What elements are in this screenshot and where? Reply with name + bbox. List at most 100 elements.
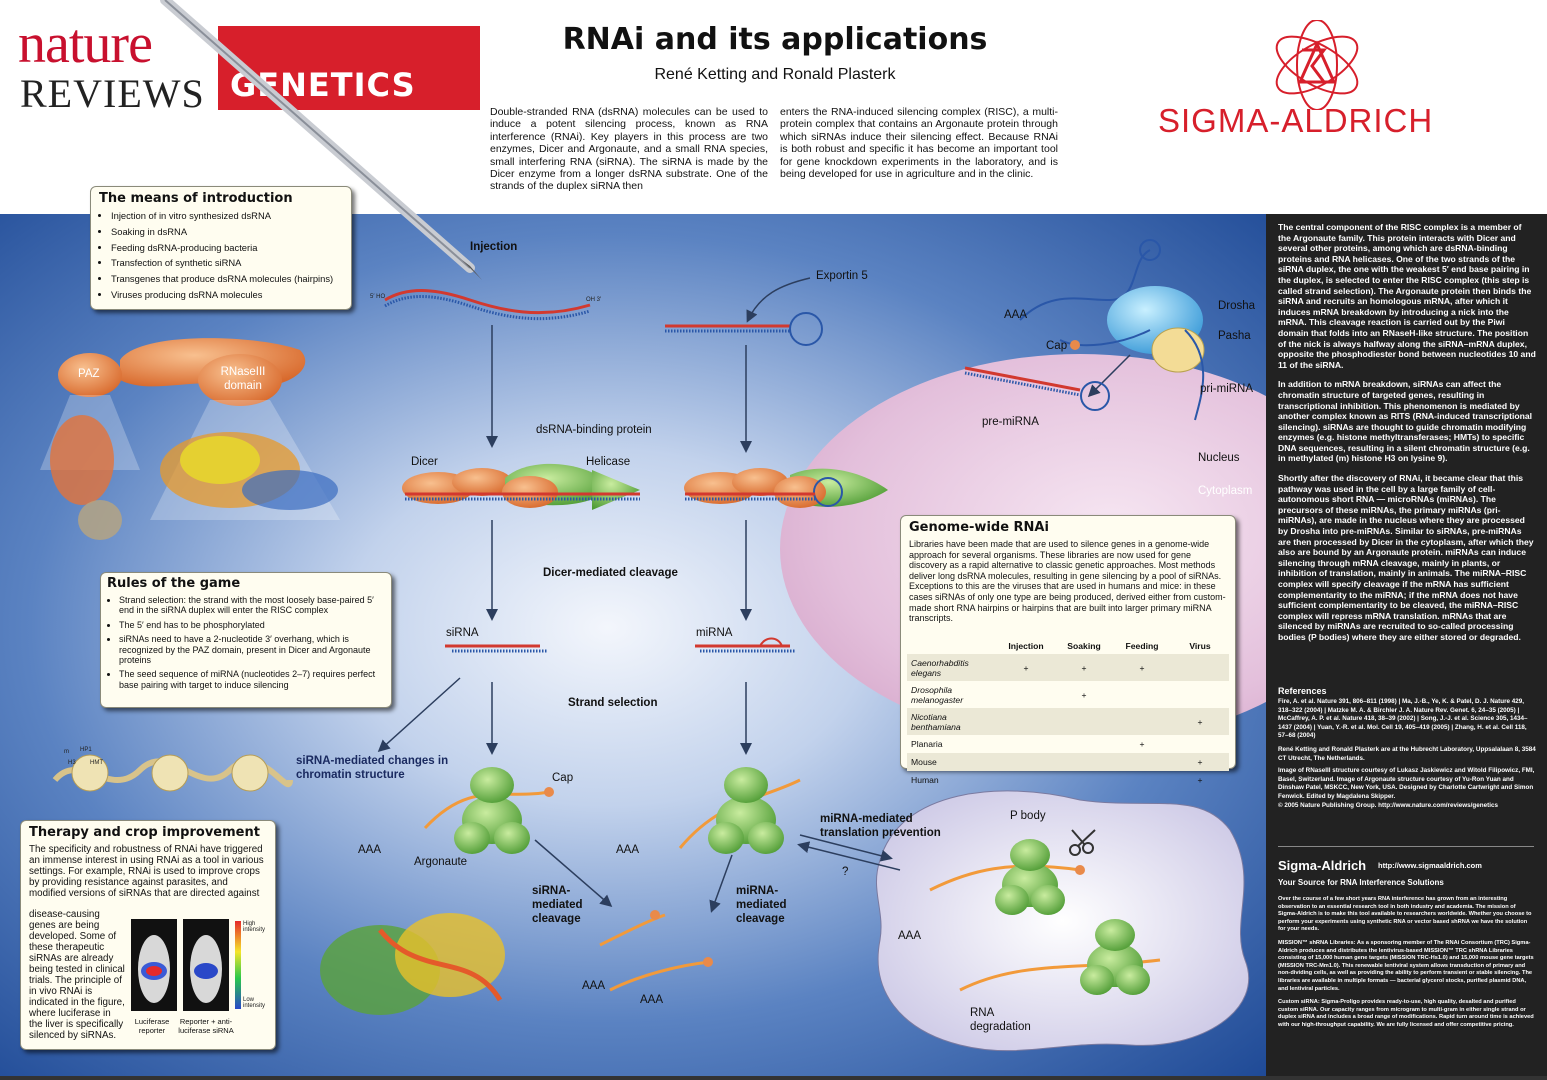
info-sidebar: The central component of the RISC comple…	[1266, 214, 1547, 1076]
table-row: Nicotiana benthamiana+	[907, 708, 1229, 735]
rules-title: Rules of the game	[107, 576, 241, 591]
list-item: Feeding dsRNA-producing bacteria	[111, 242, 343, 253]
list-item: Injection of in vitro synthesized dsRNA	[111, 210, 343, 221]
label-mirna: miRNA	[696, 627, 733, 639]
sigma-paragraph-1: Over the course of a few short years RNA…	[1278, 896, 1532, 933]
table-cell	[1113, 681, 1171, 708]
table-row: Human +	[907, 771, 1229, 789]
table-row: Drosophila melanogaster+	[907, 681, 1229, 708]
copyright: © 2005 Nature Publishing Group. http://w…	[1278, 801, 1498, 809]
table-row: Planaria+	[907, 735, 1229, 753]
sidebar-text: The central component of the RISC comple…	[1278, 222, 1536, 652]
chromatin-nucleosomes	[52, 754, 293, 792]
table-cell: +	[1171, 708, 1229, 735]
organism-cell: Human	[911, 775, 939, 785]
list-item: Viruses producing dsRNA molecules	[111, 289, 343, 300]
label-sirna: siRNA	[446, 627, 479, 639]
therapy-text-1: The specificity and robustness of RNAi h…	[29, 844, 264, 899]
sigma-paragraph-2: MISSION™ shRNA Libraries: As a sponsorin…	[1278, 939, 1534, 992]
scale-low-label: Low intensity	[243, 997, 266, 1009]
label-pri-mirna: pri-miRNA	[1200, 383, 1254, 395]
sidebar-divider	[1278, 846, 1534, 847]
label-pre-mirna: pre-miRNA	[982, 416, 1039, 428]
nature-logo: nature	[18, 13, 153, 75]
syringe-needle-icon	[160, 0, 482, 280]
table-cell: +	[1197, 775, 1203, 785]
label-hmt: HMT	[90, 760, 103, 766]
label-question: ?	[842, 866, 849, 878]
label-rnaseiii: RNaseIII domain	[220, 366, 266, 392]
table-cell	[997, 771, 1055, 789]
scissors-icon	[1069, 829, 1096, 856]
p-body-risc-2	[959, 919, 1161, 995]
table-header-row: Injection Soaking Feeding Virus	[907, 638, 1229, 654]
table-cell: +	[1055, 654, 1113, 681]
table-row: Mouse+	[907, 753, 1229, 771]
mirna-duplex	[695, 637, 795, 653]
sidebar-paragraph-3: Shortly after the discovery of RNAi, it …	[1278, 473, 1534, 642]
label-nucleus: Nucleus	[1198, 452, 1240, 464]
sigma-body: Over the course of a few short years RNA…	[1278, 896, 1536, 1030]
sigma-aldrich-wordmark: SIGMA-ALDRICH	[1158, 102, 1434, 139]
label-exportin: Exportin 5	[816, 270, 868, 282]
pre-mirna-hairpin	[964, 366, 1110, 411]
label-cap-nucleus: Cap	[1046, 340, 1068, 352]
column-header: Soaking	[1067, 641, 1101, 651]
poster-title: RNAi and its applications	[562, 22, 988, 57]
label-dicer: Dicer	[411, 456, 438, 468]
means-list: Injection of in vitro synthesized dsRNA …	[99, 210, 343, 300]
list-item: Transgenes that produce dsRNA molecules …	[111, 273, 343, 284]
label-drosha: Drosha	[1218, 300, 1256, 312]
scale-high-label: High intensity	[243, 921, 266, 933]
genetics-logo: GENETICS	[218, 26, 480, 110]
table-cell	[1113, 771, 1171, 789]
table-cell	[997, 753, 1055, 771]
list-item: Strand selection: the strand with the mo…	[119, 595, 385, 616]
paz-structure-image	[50, 415, 122, 540]
injected-dsrna	[384, 289, 591, 321]
rnaseiii-structure-image	[160, 432, 338, 510]
table-cell	[997, 735, 1055, 753]
table-cell: +	[1081, 689, 1087, 700]
genome-text: Libraries have been made that are used t…	[909, 539, 1226, 624]
table-cell	[1113, 753, 1171, 771]
label-dsrna-binding: dsRNA-binding protein	[536, 424, 652, 436]
list-item: The seed sequence of miRNA (nucleotides …	[119, 669, 385, 690]
label-5prime-injection: 5′ HO	[370, 294, 386, 300]
rules-list: Strand selection: the strand with the mo…	[107, 595, 385, 690]
label-pasha: Pasha	[1218, 330, 1251, 342]
column-header: Injection	[1008, 641, 1044, 651]
rnai-pathway-diagram	[50, 0, 1250, 1052]
drosha-pasha-complex	[1019, 239, 1205, 421]
label-hp1: HP1	[80, 747, 92, 753]
label-h3: H3	[68, 760, 76, 766]
sigma-aldrich-logo-icon	[1275, 20, 1359, 110]
argonaute-risc-sirna	[423, 767, 554, 854]
list-item: Soaking in dsRNA	[111, 226, 343, 237]
dicer-mirna-complex	[684, 468, 888, 508]
sigma-subtitle: Your Source for RNA Interference Solutio…	[1278, 878, 1444, 887]
means-title: The means of introduction	[99, 191, 293, 206]
cleaved-mrna-fragments	[599, 913, 711, 992]
means-of-introduction-box: The means of introduction Injection of i…	[90, 186, 352, 310]
label-argonaute: Argonaute	[414, 856, 468, 868]
table-cell: +	[1139, 739, 1145, 749]
list-item: Transfection of synthetic siRNA	[111, 257, 343, 268]
author-affiliation: René Ketting and Ronald Plasterk are at …	[1278, 745, 1536, 762]
image-credits: Image of RNaseIII structure courtesy of …	[1278, 767, 1535, 800]
cap-icon-2	[703, 957, 713, 967]
argonaute-risc-mirna	[678, 767, 801, 854]
label-aaa-nucleus: AAA	[1004, 309, 1028, 321]
table-cell	[997, 681, 1055, 708]
sigma-url-link[interactable]: http://www.sigmaaldrich.com	[1378, 861, 1482, 870]
label-aaa-mirna: AAA	[616, 844, 640, 856]
table-row: Caenorhabditis elegans+++	[907, 654, 1229, 681]
label-paz: PAZ	[78, 368, 100, 380]
label-chromatin: siRNA-mediated changes in chromatin stru…	[296, 755, 449, 781]
organism-method-table: Injection Soaking Feeding Virus Caenorha…	[907, 638, 1229, 789]
column-header: Feeding	[1125, 641, 1159, 651]
references: Fire, A. et al. Nature 391, 806–811 (199…	[1278, 698, 1536, 810]
poster-authors: René Ketting and Ronald Plasterk	[654, 66, 896, 83]
label-strand-selection: Strand selection	[568, 697, 658, 709]
table-cell	[1055, 771, 1113, 789]
